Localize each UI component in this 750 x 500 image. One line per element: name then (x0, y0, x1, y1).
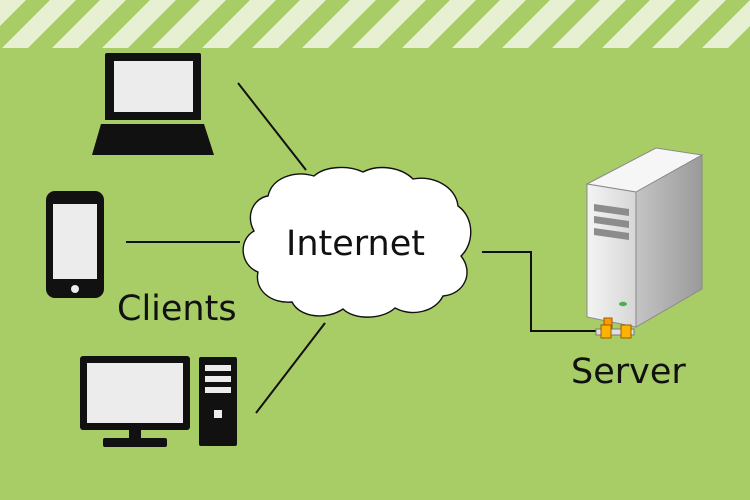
clients-label: Clients (117, 289, 237, 329)
link-laptop-internet (237, 82, 307, 171)
pc-tower-icon (199, 357, 237, 446)
laptop-icon (92, 53, 214, 155)
stripe (202, 0, 276, 48)
stripe (452, 0, 526, 48)
stripe (0, 0, 26, 26)
smartphone-icon (46, 191, 104, 298)
stripe (2, 0, 76, 48)
stripe (352, 0, 426, 48)
stripe (552, 0, 626, 48)
connection-lines (126, 82, 596, 414)
top-stripe-border (0, 0, 750, 48)
stripe (502, 0, 576, 48)
stripe (402, 0, 476, 48)
server-label: Server (571, 352, 686, 392)
internet-label: Internet (286, 224, 425, 264)
desktop-monitor-icon (80, 356, 190, 447)
server-icon (585, 147, 704, 328)
cloud-icon (242, 166, 472, 318)
stripe (252, 0, 326, 48)
link-internet-server (482, 251, 596, 332)
link-desktop-internet (255, 322, 326, 414)
stripe (52, 0, 126, 48)
stripe (302, 0, 376, 48)
stripe (102, 0, 176, 48)
stripe (652, 0, 726, 48)
stripe (602, 0, 676, 48)
stripe (152, 0, 226, 48)
network-port-icon (595, 317, 635, 339)
stripe (702, 0, 750, 48)
